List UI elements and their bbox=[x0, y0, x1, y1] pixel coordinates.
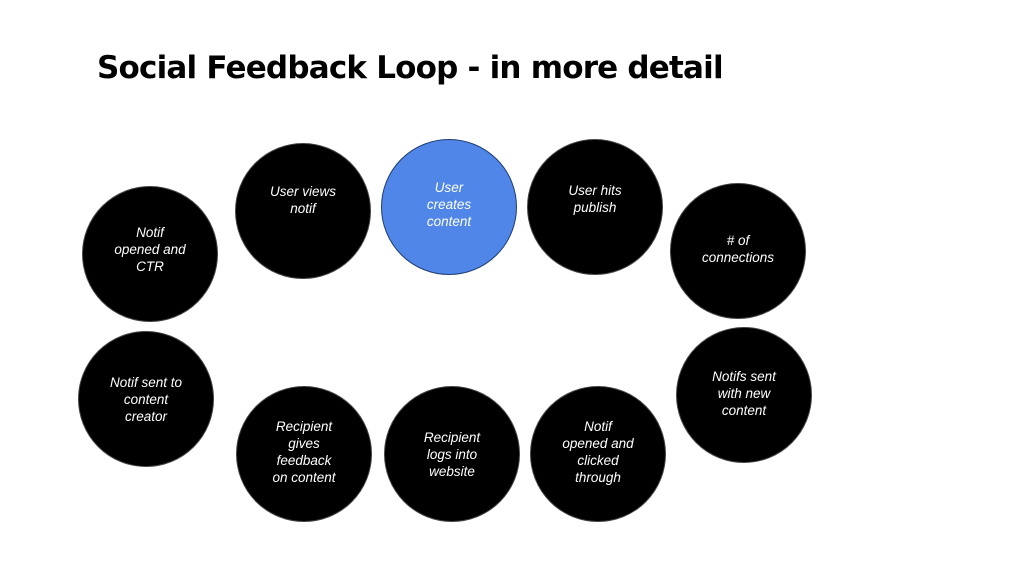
node-notif-opened-and-ctr: Notif opened and CTR bbox=[82, 186, 218, 322]
node-label: # of connections bbox=[701, 233, 775, 265]
node-user-creates-content: User creates content bbox=[381, 139, 517, 275]
node-recipient-gives-feedback: Recipient gives feedback on content bbox=[236, 386, 372, 522]
slide-title: Social Feedback Loop - in more detail bbox=[97, 50, 724, 86]
node-number-of-connections: # of connections bbox=[670, 183, 806, 319]
node-label: User creates content bbox=[426, 179, 472, 229]
node-notif-opened-and-clicked-through: Notif opened and clicked through bbox=[530, 386, 666, 522]
node-user-hits-publish: User hits publish bbox=[527, 139, 663, 275]
node-recipient-logs-into-website: Recipient logs into website bbox=[384, 386, 520, 522]
node-label: Notifs sent with new content bbox=[712, 368, 776, 418]
node-user-views-notif: User views notif bbox=[235, 143, 371, 279]
node-notif-sent-to-content-creator: Notif sent to content creator bbox=[78, 331, 214, 467]
node-label: Recipient logs into website bbox=[423, 429, 481, 479]
node-notifs-sent-with-new-content: Notifs sent with new content bbox=[676, 327, 812, 463]
node-label: User hits publish bbox=[568, 183, 622, 215]
node-label: User views notif bbox=[269, 184, 336, 216]
node-label: Recipient gives feedback on content bbox=[272, 419, 336, 485]
node-label: Notif opened and clicked through bbox=[562, 419, 634, 485]
node-label: Notif opened and CTR bbox=[114, 224, 186, 274]
node-label: Notif sent to content creator bbox=[109, 374, 183, 424]
